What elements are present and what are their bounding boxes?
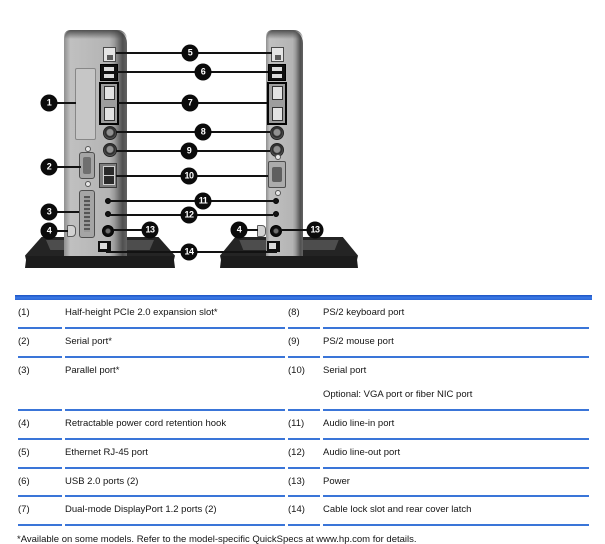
- right-stand-front-rim: [220, 256, 358, 268]
- vga-port-icon: [268, 161, 286, 188]
- cord-retention-hook-right-icon: [257, 225, 266, 237]
- item-description: Retractable power cord retention hook: [65, 411, 285, 440]
- callout-13-left: 13: [141, 221, 159, 239]
- item-number: (8): [288, 300, 320, 329]
- item-description: Cable lock slot and rear cover latch: [323, 497, 589, 527]
- ps2-keyboard-port-left-icon: [103, 126, 117, 140]
- item-description: Half-height PCIe 2.0 expansion slot*: [65, 300, 285, 329]
- item-number: (12): [288, 440, 320, 469]
- pcie-expansion-slot-cover: [75, 68, 96, 140]
- callout-5: 5: [181, 44, 199, 62]
- item-number: (10): [288, 358, 320, 411]
- serial-port-db9-icon: [79, 152, 95, 179]
- table-row: (7) Dual-mode DisplayPort 1.2 ports (2) …: [18, 497, 589, 527]
- callout-11: 11: [194, 192, 212, 210]
- cable-lock-slot-right-icon: [267, 241, 280, 252]
- cable-lock-slot-left-icon: [98, 241, 111, 252]
- item-description: PS/2 mouse port: [323, 329, 589, 358]
- table-row: (5) Ethernet RJ-45 port (12) Audio line-…: [18, 440, 589, 469]
- item-description: Serial port*: [65, 329, 285, 358]
- audio-line-in-right-icon: [273, 198, 279, 204]
- ps2-keyboard-port-right-icon: [270, 126, 284, 140]
- item-description: Audio line-out port: [323, 440, 589, 469]
- table-row: (2) Serial port* (9) PS/2 mouse port: [18, 329, 589, 358]
- table-footnote: *Available on some models. Refer to the …: [17, 534, 417, 544]
- ethernet-port-right-icon: [271, 47, 284, 62]
- item-description: PS/2 keyboard port: [323, 300, 589, 329]
- item-description: Ethernet RJ-45 port: [65, 440, 285, 469]
- screw-icon: [275, 154, 281, 160]
- item-number: (4): [18, 411, 62, 440]
- usb-ports-right-icon: [268, 64, 286, 81]
- serial-port-module-icon: [99, 163, 117, 188]
- callout-line: [57, 230, 68, 232]
- callout-10: 10: [180, 167, 198, 185]
- power-connector-right-icon: [270, 225, 282, 237]
- item-description: Audio line-in port: [323, 411, 589, 440]
- callout-4-right: 4: [230, 221, 248, 239]
- item-description: Dual-mode DisplayPort 1.2 ports (2): [65, 497, 285, 527]
- screw-icon: [85, 181, 91, 187]
- callout-line: [246, 229, 258, 231]
- callout-7: 7: [181, 94, 199, 112]
- port-legend-table: (1) Half-height PCIe 2.0 expansion slot*…: [15, 295, 592, 544]
- callout-line: [113, 229, 142, 231]
- item-number: (13): [288, 469, 320, 498]
- callout-14: 14: [180, 243, 198, 261]
- item-number: (14): [288, 497, 320, 527]
- table-row: (6) USB 2.0 ports (2) (13) Power: [18, 469, 589, 498]
- callout-line: [110, 200, 273, 202]
- callout-line: [281, 229, 307, 231]
- ethernet-port-left-icon: [103, 47, 116, 62]
- screw-icon: [85, 146, 91, 152]
- callout-1: 1: [40, 94, 58, 112]
- item-description: Power: [323, 469, 589, 498]
- screw-icon: [275, 190, 281, 196]
- callout-4-left: 4: [40, 222, 58, 240]
- item-number: (11): [288, 411, 320, 440]
- callout-12: 12: [180, 206, 198, 224]
- callout-2: 2: [40, 158, 58, 176]
- item-description: Serial port Optional: VGA port or fiber …: [323, 358, 589, 411]
- callout-line: [57, 166, 81, 168]
- item-description: Parallel port*: [65, 358, 285, 411]
- item-description-line1: Serial port: [323, 364, 367, 376]
- item-description-line2: Optional: VGA port or fiber NIC port: [323, 388, 473, 400]
- displayport-right-icon: [267, 82, 287, 125]
- item-number: (7): [18, 497, 62, 527]
- displayport-left-icon: [99, 82, 119, 125]
- item-number: (3): [18, 358, 62, 411]
- rear-ports-diagram: 1 2 3 4 5 6 7 8 9 10 11 12 13 4 13 14: [0, 0, 605, 295]
- table-row: (4) Retractable power cord retention hoo…: [18, 411, 589, 440]
- left-stand-front-rim: [25, 256, 175, 268]
- table-row: (3) Parallel port* (10) Serial port Opti…: [18, 358, 589, 411]
- item-number: (9): [288, 329, 320, 358]
- cord-retention-hook-left-icon: [67, 225, 76, 237]
- item-number: (2): [18, 329, 62, 358]
- item-number: (6): [18, 469, 62, 498]
- callout-line: [57, 211, 79, 213]
- callout-9: 9: [180, 142, 198, 160]
- callout-line: [116, 131, 270, 133]
- parallel-port-db25-icon: [79, 190, 95, 238]
- callout-line: [117, 71, 268, 73]
- callout-8: 8: [194, 123, 212, 141]
- item-number: (1): [18, 300, 62, 329]
- callout-13-right: 13: [306, 221, 324, 239]
- item-description: USB 2.0 ports (2): [65, 469, 285, 498]
- power-connector-left-icon: [102, 225, 114, 237]
- callout-6: 6: [194, 63, 212, 81]
- table-top-border: [15, 295, 592, 300]
- callout-line: [57, 102, 76, 104]
- audio-line-out-right-icon: [273, 211, 279, 217]
- usb-ports-left-icon: [100, 64, 118, 81]
- table-row: (1) Half-height PCIe 2.0 expansion slot*…: [18, 300, 589, 329]
- item-number: (5): [18, 440, 62, 469]
- callout-3: 3: [40, 203, 58, 221]
- ps2-mouse-port-left-icon: [103, 143, 117, 157]
